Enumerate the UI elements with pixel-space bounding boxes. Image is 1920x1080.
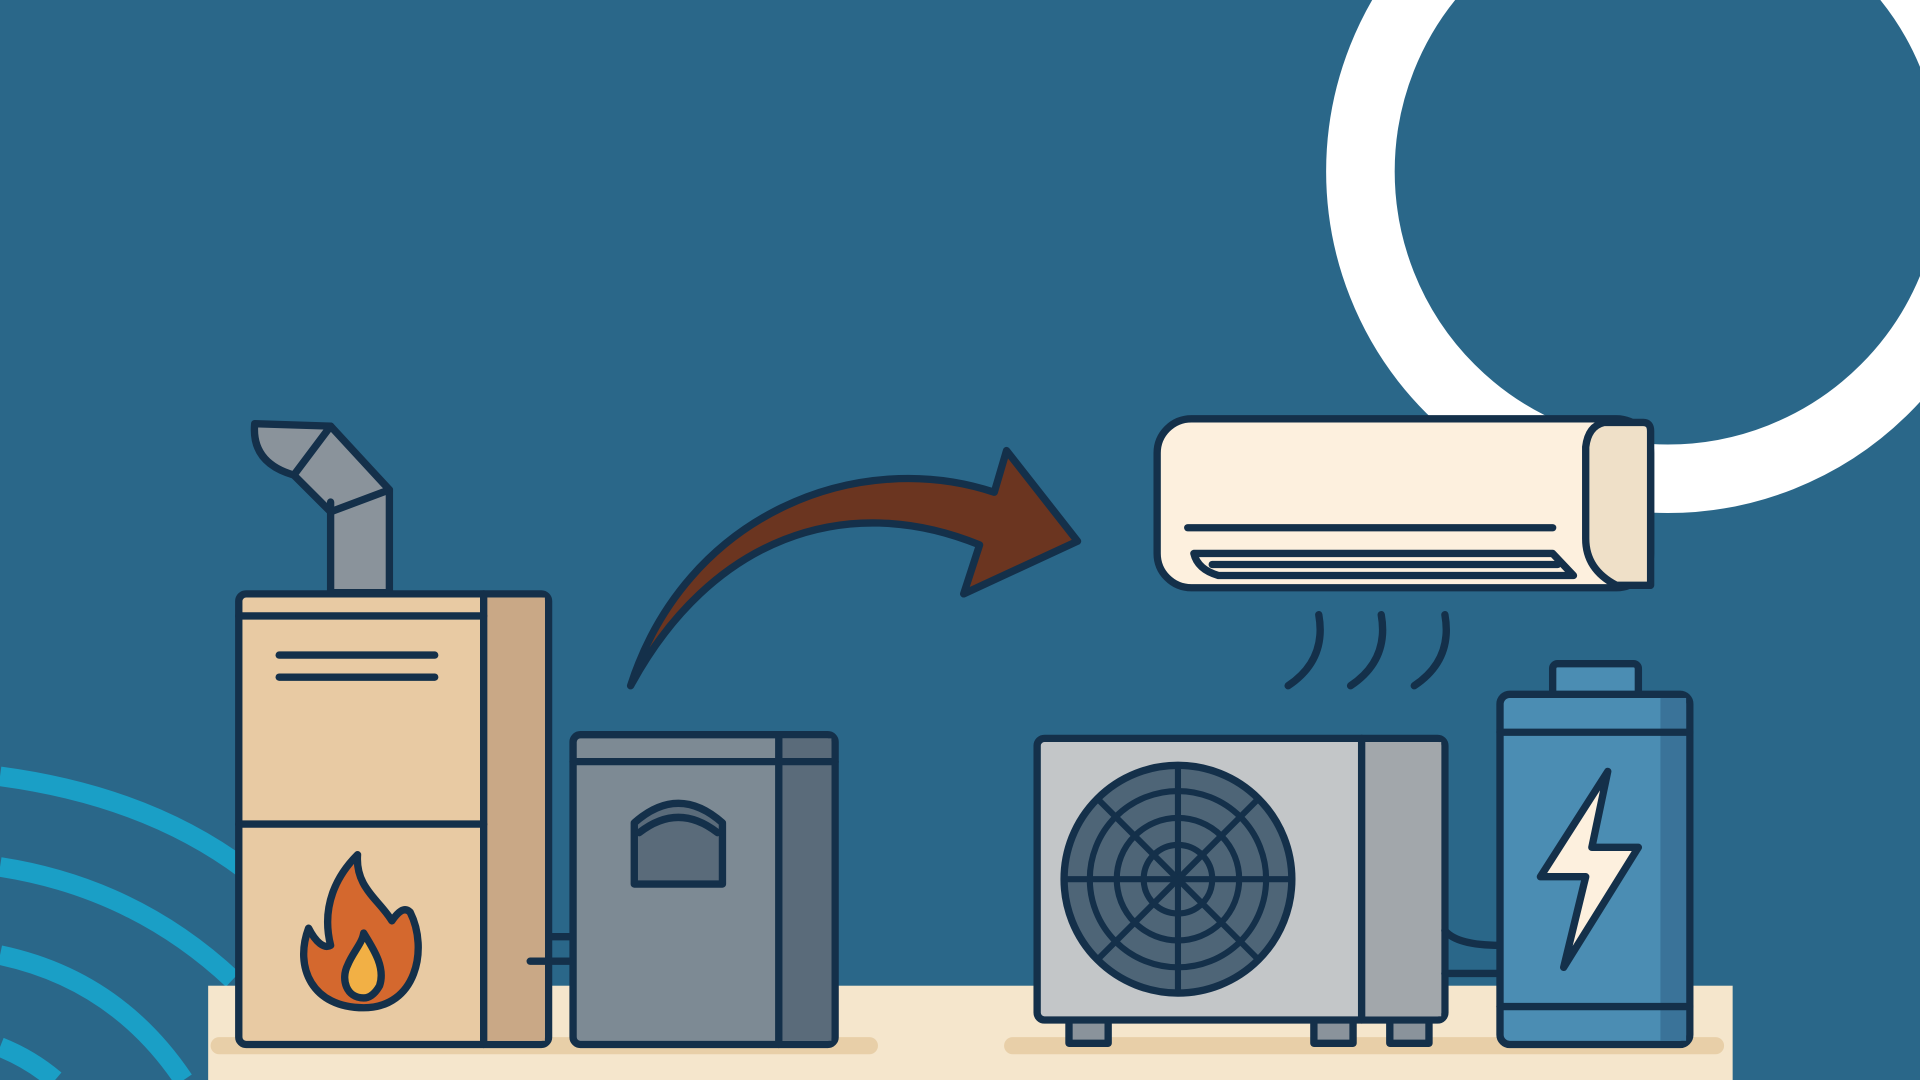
air-conditioner-icon xyxy=(1153,415,1655,592)
airflow-icon xyxy=(1284,611,1450,690)
boiler-unit-icon xyxy=(569,731,839,1049)
lightning-bolt-icon xyxy=(1536,767,1643,972)
fan-icon xyxy=(1060,761,1296,997)
furnace-icon xyxy=(235,590,553,1049)
wave-arcs-icon xyxy=(0,766,251,1080)
chimney-icon xyxy=(250,420,394,597)
battery-icon xyxy=(1496,660,1694,1049)
decorative-ring xyxy=(1326,0,1920,513)
heat-pump-icon xyxy=(1033,734,1449,1047)
transition-arrow-icon xyxy=(626,446,1082,690)
